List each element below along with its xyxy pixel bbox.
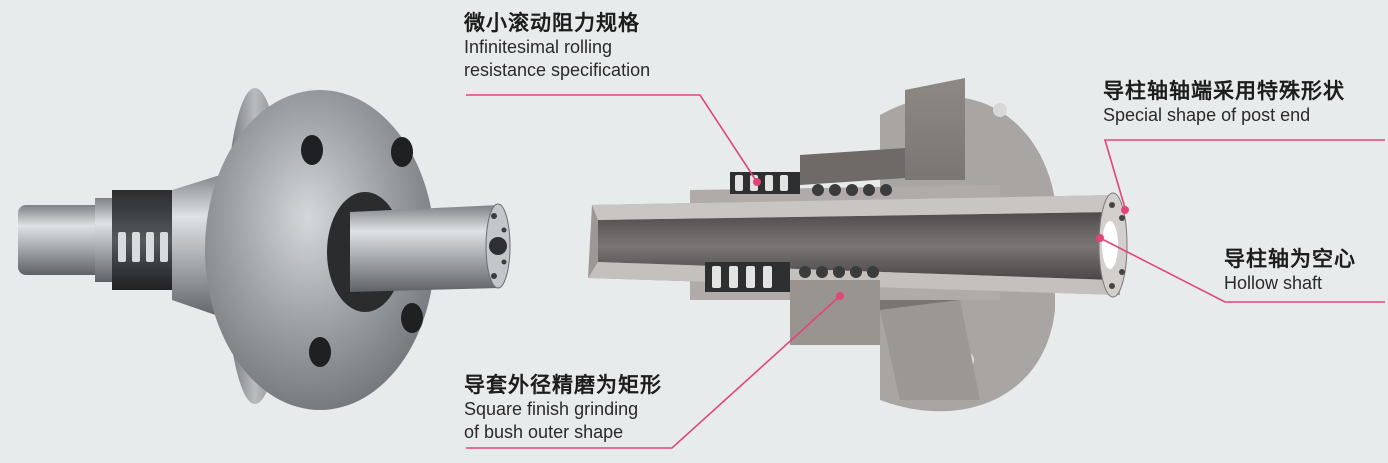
label-rolling-en-1: Infinitesimal rolling <box>464 37 613 57</box>
lower-roller-cage <box>705 262 879 292</box>
upper-roller-cage <box>730 172 892 196</box>
flange-lower-face <box>880 300 980 400</box>
label-rolling-resistance: 微小滚动阻力规格 Infinitesimal rolling resistanc… <box>464 10 650 82</box>
post-stem <box>18 205 113 275</box>
cutaway-section <box>588 78 1128 412</box>
leader-hollow <box>1099 237 1385 303</box>
post-end-hole <box>489 237 507 255</box>
label-rolling-zh: 微小滚动阻力规格 <box>464 11 640 35</box>
bush-square-body <box>790 280 880 345</box>
leader-post-end <box>1103 139 1385 209</box>
label-post-end-zh: 导柱轴轴端采用特殊形状 <box>1103 79 1345 103</box>
protruding-post <box>350 205 500 292</box>
leader-rolling <box>466 94 758 183</box>
label-post-end-en: Special shape of post end <box>1103 105 1311 125</box>
leader-lines <box>466 94 1385 449</box>
label-square-grinding: 导套外径精磨为矩形 Square finish grinding of bush… <box>464 372 662 444</box>
label-hollow-shaft: 导柱轴为空心 Hollow shaft <box>1224 246 1356 295</box>
roller-windows <box>118 232 168 262</box>
post-end-bore <box>1102 221 1118 269</box>
label-square-en-1: Square finish grinding <box>464 399 639 419</box>
label-hollow-zh: 导柱轴为空心 <box>1224 247 1356 271</box>
flange-hole-top <box>993 103 1007 117</box>
label-post-end: 导柱轴轴端采用特殊形状 Special shape of post end <box>1103 78 1345 127</box>
product-photo <box>18 88 511 410</box>
shaft-top-wall <box>592 195 1115 220</box>
label-square-en-2: of bush outer shape <box>464 422 624 442</box>
flange-face <box>205 90 435 410</box>
label-square-zh: 导套外径精磨为矩形 <box>464 373 662 397</box>
label-hollow-en: Hollow shaft <box>1224 273 1323 293</box>
flange-block-upper <box>905 78 965 180</box>
flange-bolt-holes <box>301 135 423 367</box>
leader-square <box>466 295 841 449</box>
leader-dots <box>753 178 1129 300</box>
label-rolling-en-2: resistance specification <box>464 60 651 80</box>
bush-top-land <box>800 148 905 185</box>
